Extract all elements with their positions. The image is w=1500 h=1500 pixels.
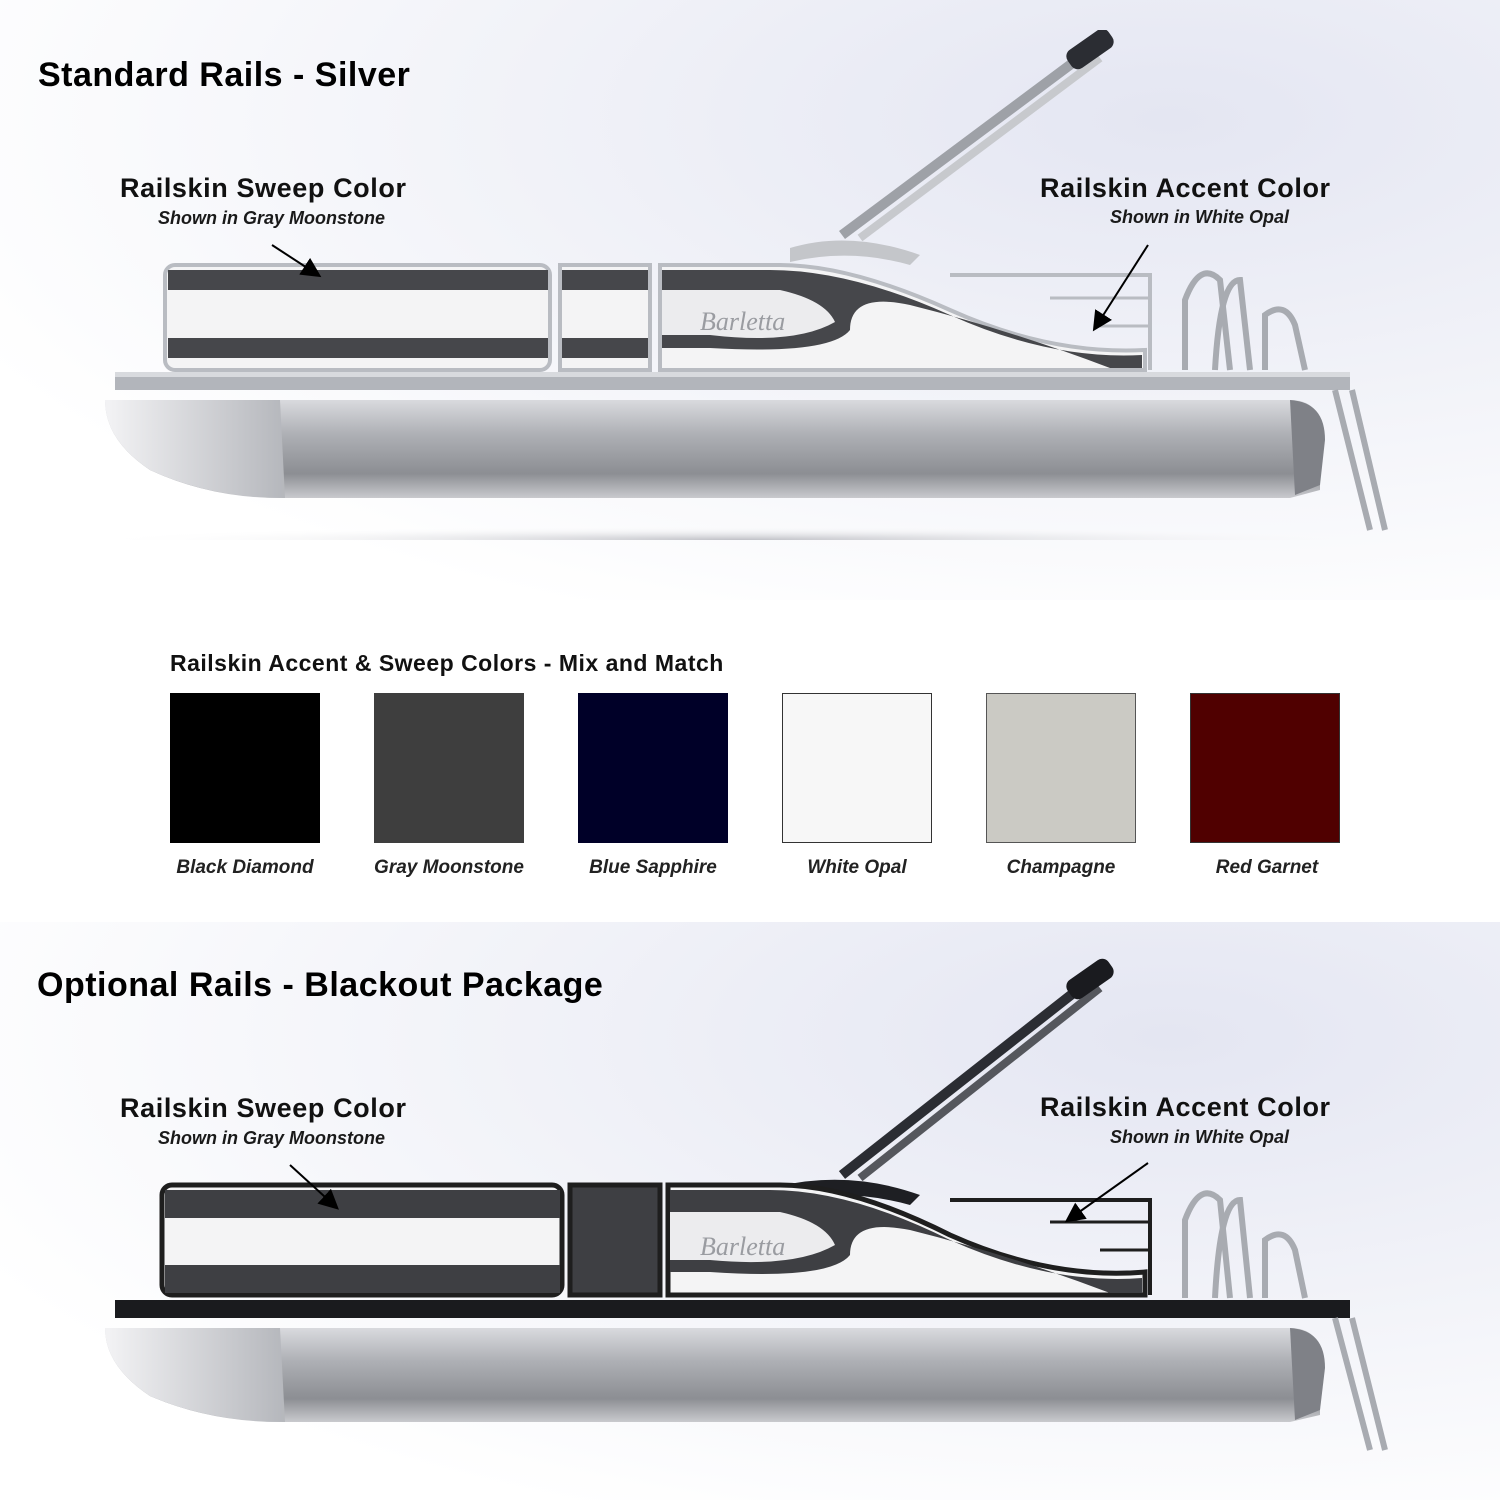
rail-fence: Barletta: [159, 1182, 1152, 1298]
pontoon-tube: [105, 1328, 1320, 1422]
swatch-champagne: [986, 693, 1136, 843]
swatch-label-blue-sapphire: Blue Sapphire: [589, 857, 717, 878]
stern-ladder: [1182, 270, 1388, 531]
stern-ladder: [1182, 1190, 1388, 1451]
pontoon-nose-cone: [105, 400, 285, 498]
swatch-gray-moonstone: [374, 693, 524, 843]
swatch-label-red-garnet: Red Garnet: [1215, 857, 1319, 878]
standard-sweep-callout-title: Railskin Sweep Color: [120, 173, 407, 203]
optional-accent-callout-subtitle: Shown in White Opal: [1110, 1127, 1289, 1147]
rail-fence: Barletta: [163, 263, 1152, 372]
swatch-red-garnet: [1190, 693, 1340, 843]
standard-accent-callout-subtitle: Shown in White Opal: [1110, 207, 1289, 227]
optional-sweep-callout-title: Railskin Sweep Color: [120, 1093, 407, 1123]
swatch-blue-sapphire: [578, 693, 728, 843]
optional-accent-callout-title: Railskin Accent Color: [1040, 1092, 1331, 1122]
pontoon-tube: [105, 400, 1320, 498]
blackout-rails-boat-illustration: Barletta: [105, 958, 1388, 1451]
swatch-label-gray-moonstone: Gray Moonstone: [374, 857, 524, 878]
palette-title: Railskin Accent & Sweep Colors - Mix and…: [170, 650, 724, 676]
swatch-black-diamond: [170, 693, 320, 843]
optional-rails-title: Optional Rails - Blackout Package: [37, 966, 604, 1004]
standard-rails-title: Standard Rails - Silver: [38, 56, 411, 94]
swatch-white-opal: [782, 693, 932, 843]
standard-sweep-callout-subtitle: Shown in Gray Moonstone: [158, 208, 386, 228]
bimini-top: [780, 958, 1114, 1205]
optional-sweep-callout-subtitle: Shown in Gray Moonstone: [158, 1128, 386, 1148]
swatch-label-black-diamond: Black Diamond: [176, 857, 314, 878]
brand-logo: Barletta: [700, 307, 785, 336]
swatch-label-white-opal: White Opal: [807, 857, 907, 878]
bimini-top: [790, 30, 1114, 265]
brand-logo: Barletta: [700, 1232, 785, 1261]
deck: [115, 1300, 1350, 1318]
standard-rails-boat-illustration: Barletta: [90, 30, 1400, 540]
ground-shadow: [90, 526, 1400, 540]
swatch-label-champagne: Champagne: [1006, 857, 1116, 878]
standard-accent-callout-title: Railskin Accent Color: [1040, 173, 1331, 203]
pontoon-nose-cone: [105, 1328, 285, 1422]
